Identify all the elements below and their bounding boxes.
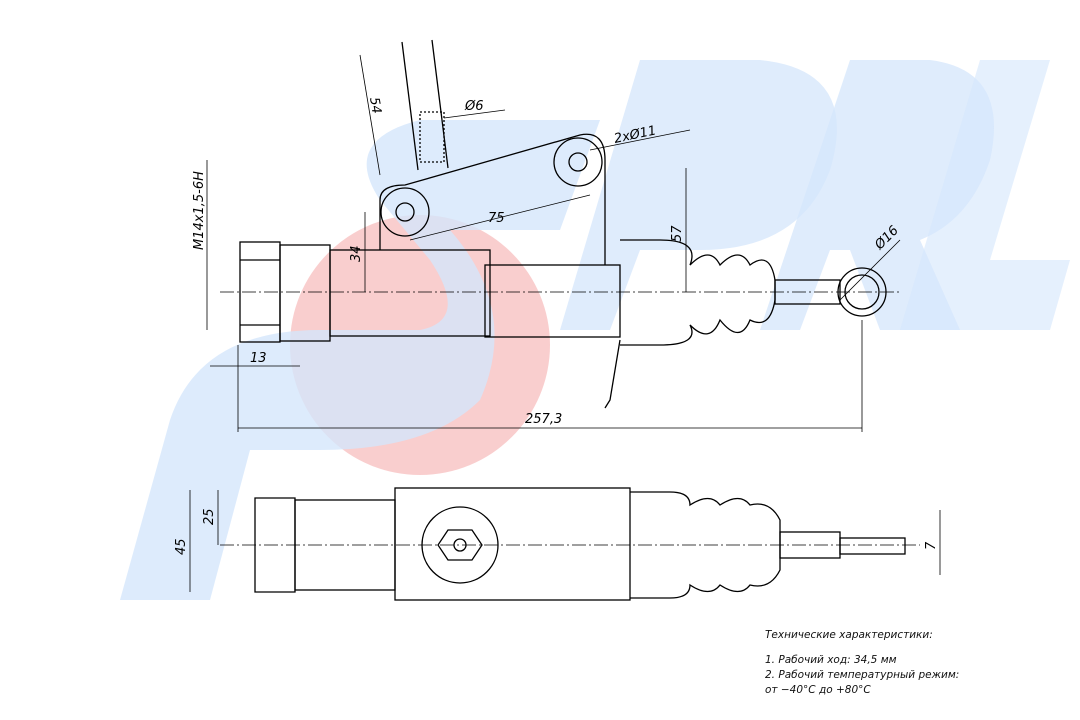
top-view [189, 487, 941, 601]
watermark [120, 60, 1070, 600]
dim-hole-spacing: 75 [488, 211, 505, 226]
dim-overall-length: 257,3 [525, 412, 562, 427]
notes-title: Технические характеристики: [765, 629, 933, 641]
dim-hose-length: 54 [366, 96, 384, 115]
dim-width-45: 45 [174, 538, 189, 555]
note-item-1: 1. Рабочий ход: 34,5 мм [765, 654, 897, 666]
dim-nut-width: 13 [250, 351, 267, 366]
dim-rod-width: 7 [924, 541, 939, 550]
dim-thread: M14x1,5-6H [192, 171, 207, 250]
dim-width-25: 25 [202, 508, 217, 525]
note-item-2: 2. Рабочий температурный режим: [765, 669, 960, 681]
side-view [206, 39, 901, 432]
dim-hose-diameter: Ø6 [464, 99, 484, 114]
dim-height-34: 34 [349, 245, 364, 262]
technical-notes: Технические характеристики: 1. Рабочий х… [765, 628, 959, 698]
note-item-2-cont: от −40°C до +80°C [765, 684, 871, 696]
dim-height-57: 57 [670, 225, 685, 242]
